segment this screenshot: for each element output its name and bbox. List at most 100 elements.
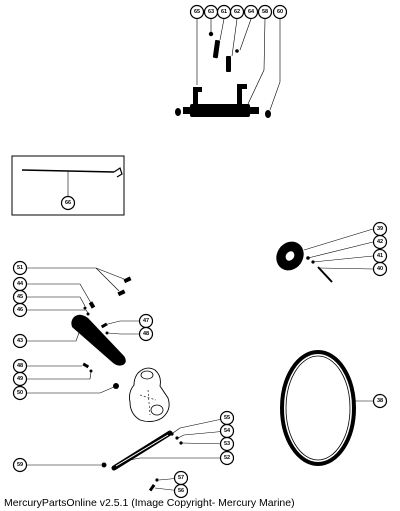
callout-64: 64 <box>243 4 259 20</box>
svg-text:56: 56 <box>178 488 184 494</box>
svg-text:55: 55 <box>224 415 230 421</box>
svg-text:58: 58 <box>262 9 268 15</box>
svg-text:64: 64 <box>248 9 255 15</box>
callout-49: 49 <box>12 371 28 387</box>
svg-text:38: 38 <box>377 398 383 404</box>
pin-56 <box>148 483 156 492</box>
hose-fitting-b <box>226 56 231 72</box>
svg-text:43: 43 <box>17 338 23 344</box>
callout-43: 43 <box>12 333 28 349</box>
left-end-fitting <box>175 108 181 116</box>
copyright-footer: MercuryPartsOnline v2.5.1 (Image Copyrig… <box>4 497 295 509</box>
svg-text:66: 66 <box>65 200 71 206</box>
callout-38: 38 <box>372 393 388 409</box>
right-elbow-top <box>237 84 247 89</box>
ball-59 <box>101 462 107 468</box>
callout-45: 45 <box>12 289 28 305</box>
large-o-ring <box>280 350 356 466</box>
svg-text:48: 48 <box>17 363 23 369</box>
housing-boss <box>140 370 154 380</box>
callout-65: 65 <box>189 4 205 20</box>
callout-60: 60 <box>272 4 288 20</box>
ball-50 <box>113 383 119 389</box>
callout-42: 42 <box>372 234 388 250</box>
callout-57: 57 <box>173 470 189 486</box>
svg-text:65: 65 <box>194 9 200 15</box>
svg-text:48: 48 <box>143 331 149 337</box>
washer-53 <box>179 441 183 445</box>
seal-ring-bore <box>285 251 295 261</box>
pin-a <box>123 276 132 284</box>
cylinder-body <box>190 104 250 117</box>
svg-text:41: 41 <box>377 253 383 259</box>
belt-assembly <box>280 350 373 466</box>
callout-48-upper: 48 <box>138 326 154 342</box>
callout-44: 44 <box>12 276 28 292</box>
callout-55: 55 <box>219 410 235 426</box>
pin-b <box>117 289 126 297</box>
svg-text:52: 52 <box>224 455 230 461</box>
svg-text:53: 53 <box>224 441 230 447</box>
shaft-highlight <box>115 434 169 467</box>
washer-57 <box>155 478 159 482</box>
top-leaders <box>196 18 281 111</box>
callout-56: 56 <box>173 483 189 499</box>
left-elbow-top <box>193 87 202 92</box>
callouts: 65 63 61 62 64 58 60 66 39 42 41 40 51 4… <box>12 4 388 499</box>
svg-text:46: 46 <box>17 307 23 313</box>
callout-39: 39 <box>372 221 388 237</box>
callout-52: 52 <box>219 450 235 466</box>
callout-47: 47 <box>138 313 154 329</box>
inset-frame <box>11 155 125 216</box>
seal-pin <box>317 266 333 283</box>
large-o-ring-inner <box>285 355 351 461</box>
cylinder-right-cap <box>249 107 259 114</box>
rod-hook <box>113 167 123 178</box>
pin-47 <box>100 322 108 329</box>
callout-62: 62 <box>229 4 245 20</box>
inset-rod-box <box>11 155 125 216</box>
callout-41: 41 <box>372 248 388 264</box>
callout-59: 59 <box>12 457 28 473</box>
callout-51: 51 <box>12 260 28 276</box>
callout-61: 61 <box>216 4 232 20</box>
callout-58: 58 <box>257 4 273 20</box>
left-elbow-fitting <box>193 91 198 105</box>
callout-40: 40 <box>372 261 388 277</box>
callout-50: 50 <box>12 385 28 401</box>
svg-text:62: 62 <box>234 9 240 15</box>
svg-text:60: 60 <box>277 9 283 15</box>
washer-45 <box>83 306 87 310</box>
washer-46 <box>86 312 90 316</box>
svg-text:39: 39 <box>377 226 383 232</box>
lever-housing <box>129 367 170 423</box>
callout-53: 53 <box>219 436 235 452</box>
callout-63: 63 <box>203 4 219 20</box>
callout-54: 54 <box>219 423 235 439</box>
svg-text:40: 40 <box>377 266 383 272</box>
housing-bore <box>150 404 164 416</box>
lever-assembly <box>20 267 170 423</box>
shaft-assembly <box>20 417 228 492</box>
pin-48b <box>82 362 90 369</box>
lever-arm <box>71 314 126 366</box>
callout-46: 46 <box>12 302 28 318</box>
right-elbow-fitting <box>237 88 242 105</box>
small-washer-a <box>208 31 214 37</box>
svg-text:44: 44 <box>17 281 24 287</box>
svg-text:47: 47 <box>143 318 149 324</box>
svg-text:50: 50 <box>17 390 23 396</box>
cylinder-left-cap <box>183 107 191 114</box>
callout-48-lower: 48 <box>12 358 28 374</box>
right-end-fitting <box>265 110 271 118</box>
svg-text:61: 61 <box>221 9 227 15</box>
svg-text:49: 49 <box>17 376 23 382</box>
washer-49 <box>89 369 93 373</box>
small-washer-b <box>235 49 239 53</box>
washer-55 <box>170 432 174 436</box>
hydraulic-cylinder-assembly <box>175 31 271 118</box>
svg-text:54: 54 <box>224 428 231 434</box>
svg-text:42: 42 <box>377 239 383 245</box>
callout-66: 66 <box>60 195 76 211</box>
